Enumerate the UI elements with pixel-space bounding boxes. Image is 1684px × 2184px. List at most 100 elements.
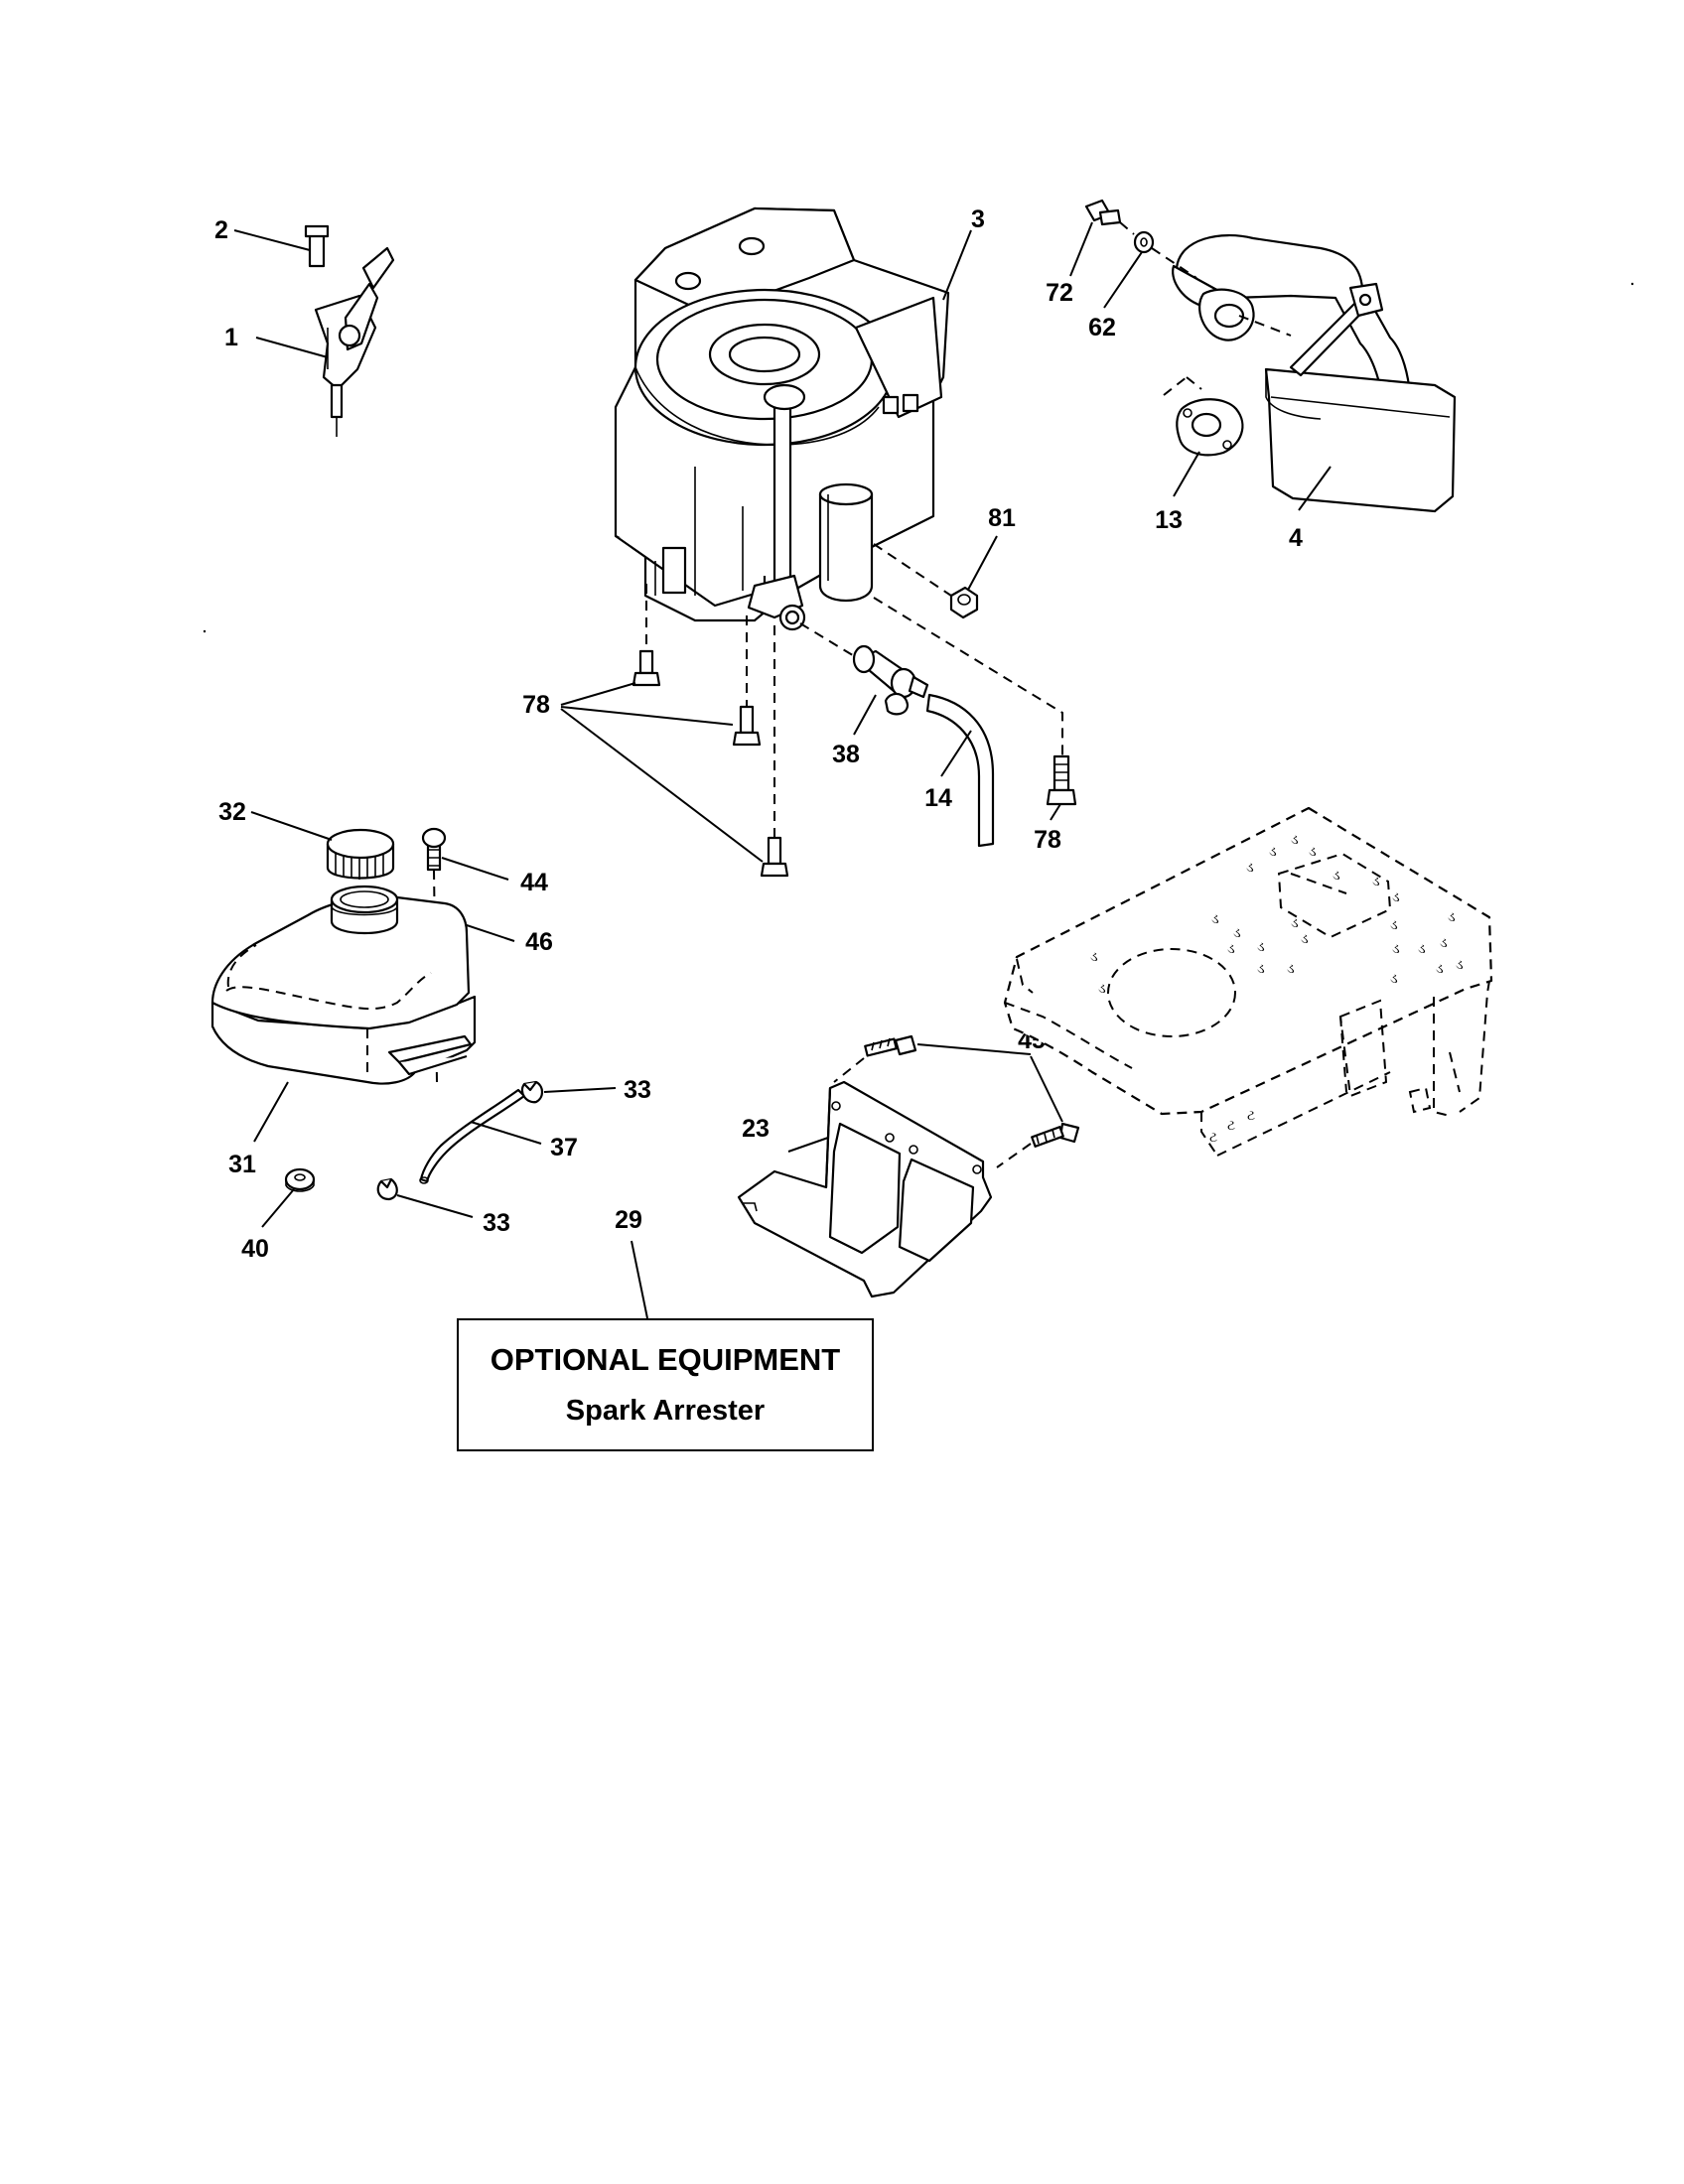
label-14: 14 bbox=[924, 784, 952, 812]
label-4: 4 bbox=[1289, 524, 1303, 552]
engine-part bbox=[614, 206, 950, 631]
dash-45a bbox=[833, 1057, 865, 1083]
clamp-33a-part bbox=[520, 1080, 544, 1104]
callout-44: 44 bbox=[441, 857, 548, 896]
callout-78-left: 78 bbox=[522, 682, 764, 863]
callout-14: 14 bbox=[924, 730, 972, 812]
svg-text:ડ: ડ bbox=[1098, 981, 1106, 997]
nut-81-part bbox=[949, 586, 979, 619]
scan-dot bbox=[1630, 282, 1634, 286]
svg-text:ડ: ડ bbox=[1392, 889, 1400, 905]
callout-38: 38 bbox=[832, 694, 877, 768]
bolts-78-part bbox=[632, 649, 1077, 878]
dash-38 bbox=[799, 622, 857, 658]
svg-text:ડ: ડ bbox=[1301, 931, 1309, 947]
svg-text:ડ: ડ bbox=[1257, 961, 1265, 977]
label-3: 3 bbox=[971, 205, 985, 233]
svg-text:ડ: ડ bbox=[1333, 868, 1340, 884]
callout-33-bottom: 33 bbox=[396, 1194, 510, 1237]
grommet-40-part bbox=[284, 1167, 316, 1192]
fuel-hose-14-part bbox=[925, 693, 995, 848]
svg-text:ડ: ડ bbox=[1309, 844, 1317, 860]
callout-2: 2 bbox=[214, 216, 311, 251]
svg-text:ડ: ડ bbox=[1418, 941, 1426, 957]
muffler-dash-lines bbox=[1119, 221, 1292, 396]
svg-text:ડ: ડ bbox=[1211, 911, 1219, 927]
optional-equipment-subtitle: Spark Arrester bbox=[565, 1395, 766, 1427]
svg-text:ડ: ડ bbox=[1227, 941, 1235, 957]
svg-text:ડ: ડ bbox=[1287, 961, 1295, 977]
label-78-right: 78 bbox=[1034, 826, 1061, 854]
throttle-bracket-part bbox=[304, 224, 395, 437]
svg-text:ડ: ડ bbox=[1257, 939, 1265, 955]
label-62: 62 bbox=[1088, 314, 1116, 341]
svg-text:ડ: ડ bbox=[1392, 941, 1400, 957]
callout-33-top: 33 bbox=[543, 1076, 651, 1104]
callout-1: 1 bbox=[224, 324, 329, 358]
fuel-line-37-part bbox=[419, 1088, 526, 1184]
fuel-valve-38-part bbox=[852, 644, 929, 716]
optional-equipment-title: OPTIONAL EQUIPMENT bbox=[490, 1342, 841, 1377]
dash-45b bbox=[996, 1143, 1032, 1168]
dash-78-right bbox=[873, 597, 1063, 756]
label-44: 44 bbox=[520, 869, 548, 896]
screw-44-part bbox=[421, 827, 447, 872]
svg-text:ટ: ટ bbox=[1227, 1118, 1235, 1134]
svg-text:ડ: ડ bbox=[1269, 844, 1277, 860]
label-81: 81 bbox=[988, 504, 1016, 532]
label-46: 46 bbox=[525, 928, 553, 956]
muffler-part bbox=[1172, 234, 1457, 513]
washer-62-part bbox=[1133, 230, 1155, 254]
callout-37: 37 bbox=[470, 1121, 578, 1161]
bolt-dash-lines bbox=[645, 584, 775, 838]
callout-81: 81 bbox=[967, 504, 1016, 591]
svg-text:ડ: ડ bbox=[1390, 917, 1398, 933]
svg-text:ટ: ટ bbox=[1247, 1108, 1255, 1124]
callout-29: 29 bbox=[615, 1206, 648, 1319]
svg-text:ડ: ડ bbox=[1448, 909, 1456, 925]
label-33-top: 33 bbox=[624, 1076, 651, 1104]
label-40: 40 bbox=[241, 1235, 269, 1263]
callout-3: 3 bbox=[942, 205, 985, 301]
label-38: 38 bbox=[832, 741, 860, 768]
label-72: 72 bbox=[1046, 279, 1073, 307]
optional-equipment-box: OPTIONAL EQUIPMENT Spark Arrester bbox=[457, 1318, 874, 1451]
svg-text:ડ: ડ bbox=[1372, 874, 1380, 889]
dash-81 bbox=[873, 543, 952, 597]
frame-holes: ડ ડ ડ ડ ડ ડ ડ ડ ડ ડ ડ ડ ડ ડ ડ ડ ડ ડ ડ ડ … bbox=[1090, 832, 1464, 1146]
bolt-72-part bbox=[1084, 199, 1122, 226]
frame-reference-part: ડ ડ ડ ડ ડ ડ ડ ડ ડ ડ ડ ડ ડ ડ ડ ડ ડ ડ ડ ડ … bbox=[1003, 806, 1493, 1157]
svg-text:ડ: ડ bbox=[1233, 925, 1241, 941]
screws-45-part bbox=[864, 1034, 1080, 1148]
label-2: 2 bbox=[214, 216, 228, 244]
label-78-left: 78 bbox=[522, 691, 550, 719]
label-23: 23 bbox=[742, 1115, 770, 1143]
clamp-33b-part bbox=[376, 1177, 398, 1201]
label-13: 13 bbox=[1155, 506, 1183, 534]
svg-text:ડ: ડ bbox=[1456, 957, 1464, 973]
label-37: 37 bbox=[550, 1134, 578, 1161]
callout-62: 62 bbox=[1088, 251, 1143, 341]
svg-text:ટ: ટ bbox=[1209, 1130, 1217, 1146]
svg-text:ડ: ડ bbox=[1440, 935, 1448, 951]
callout-78-right: 78 bbox=[1034, 803, 1061, 854]
label-31: 31 bbox=[228, 1151, 256, 1178]
callout-72: 72 bbox=[1046, 221, 1093, 307]
scan-dot bbox=[203, 629, 207, 633]
svg-text:ડ: ડ bbox=[1090, 949, 1098, 965]
label-29: 29 bbox=[615, 1206, 642, 1234]
callout-4: 4 bbox=[1289, 466, 1332, 552]
fuel-tank-31-part bbox=[210, 885, 477, 1085]
label-33-bottom: 33 bbox=[483, 1209, 510, 1237]
callout-23: 23 bbox=[742, 1115, 829, 1153]
svg-text:ડ: ડ bbox=[1291, 915, 1299, 931]
svg-text:ડ: ડ bbox=[1291, 832, 1299, 848]
callout-13: 13 bbox=[1155, 451, 1200, 534]
heat-shield-23-part bbox=[737, 1080, 993, 1298]
callout-40: 40 bbox=[241, 1188, 295, 1263]
label-1: 1 bbox=[224, 324, 238, 351]
label-32: 32 bbox=[218, 798, 246, 826]
svg-text:ડ: ડ bbox=[1390, 971, 1398, 987]
callout-31: 31 bbox=[228, 1081, 289, 1178]
